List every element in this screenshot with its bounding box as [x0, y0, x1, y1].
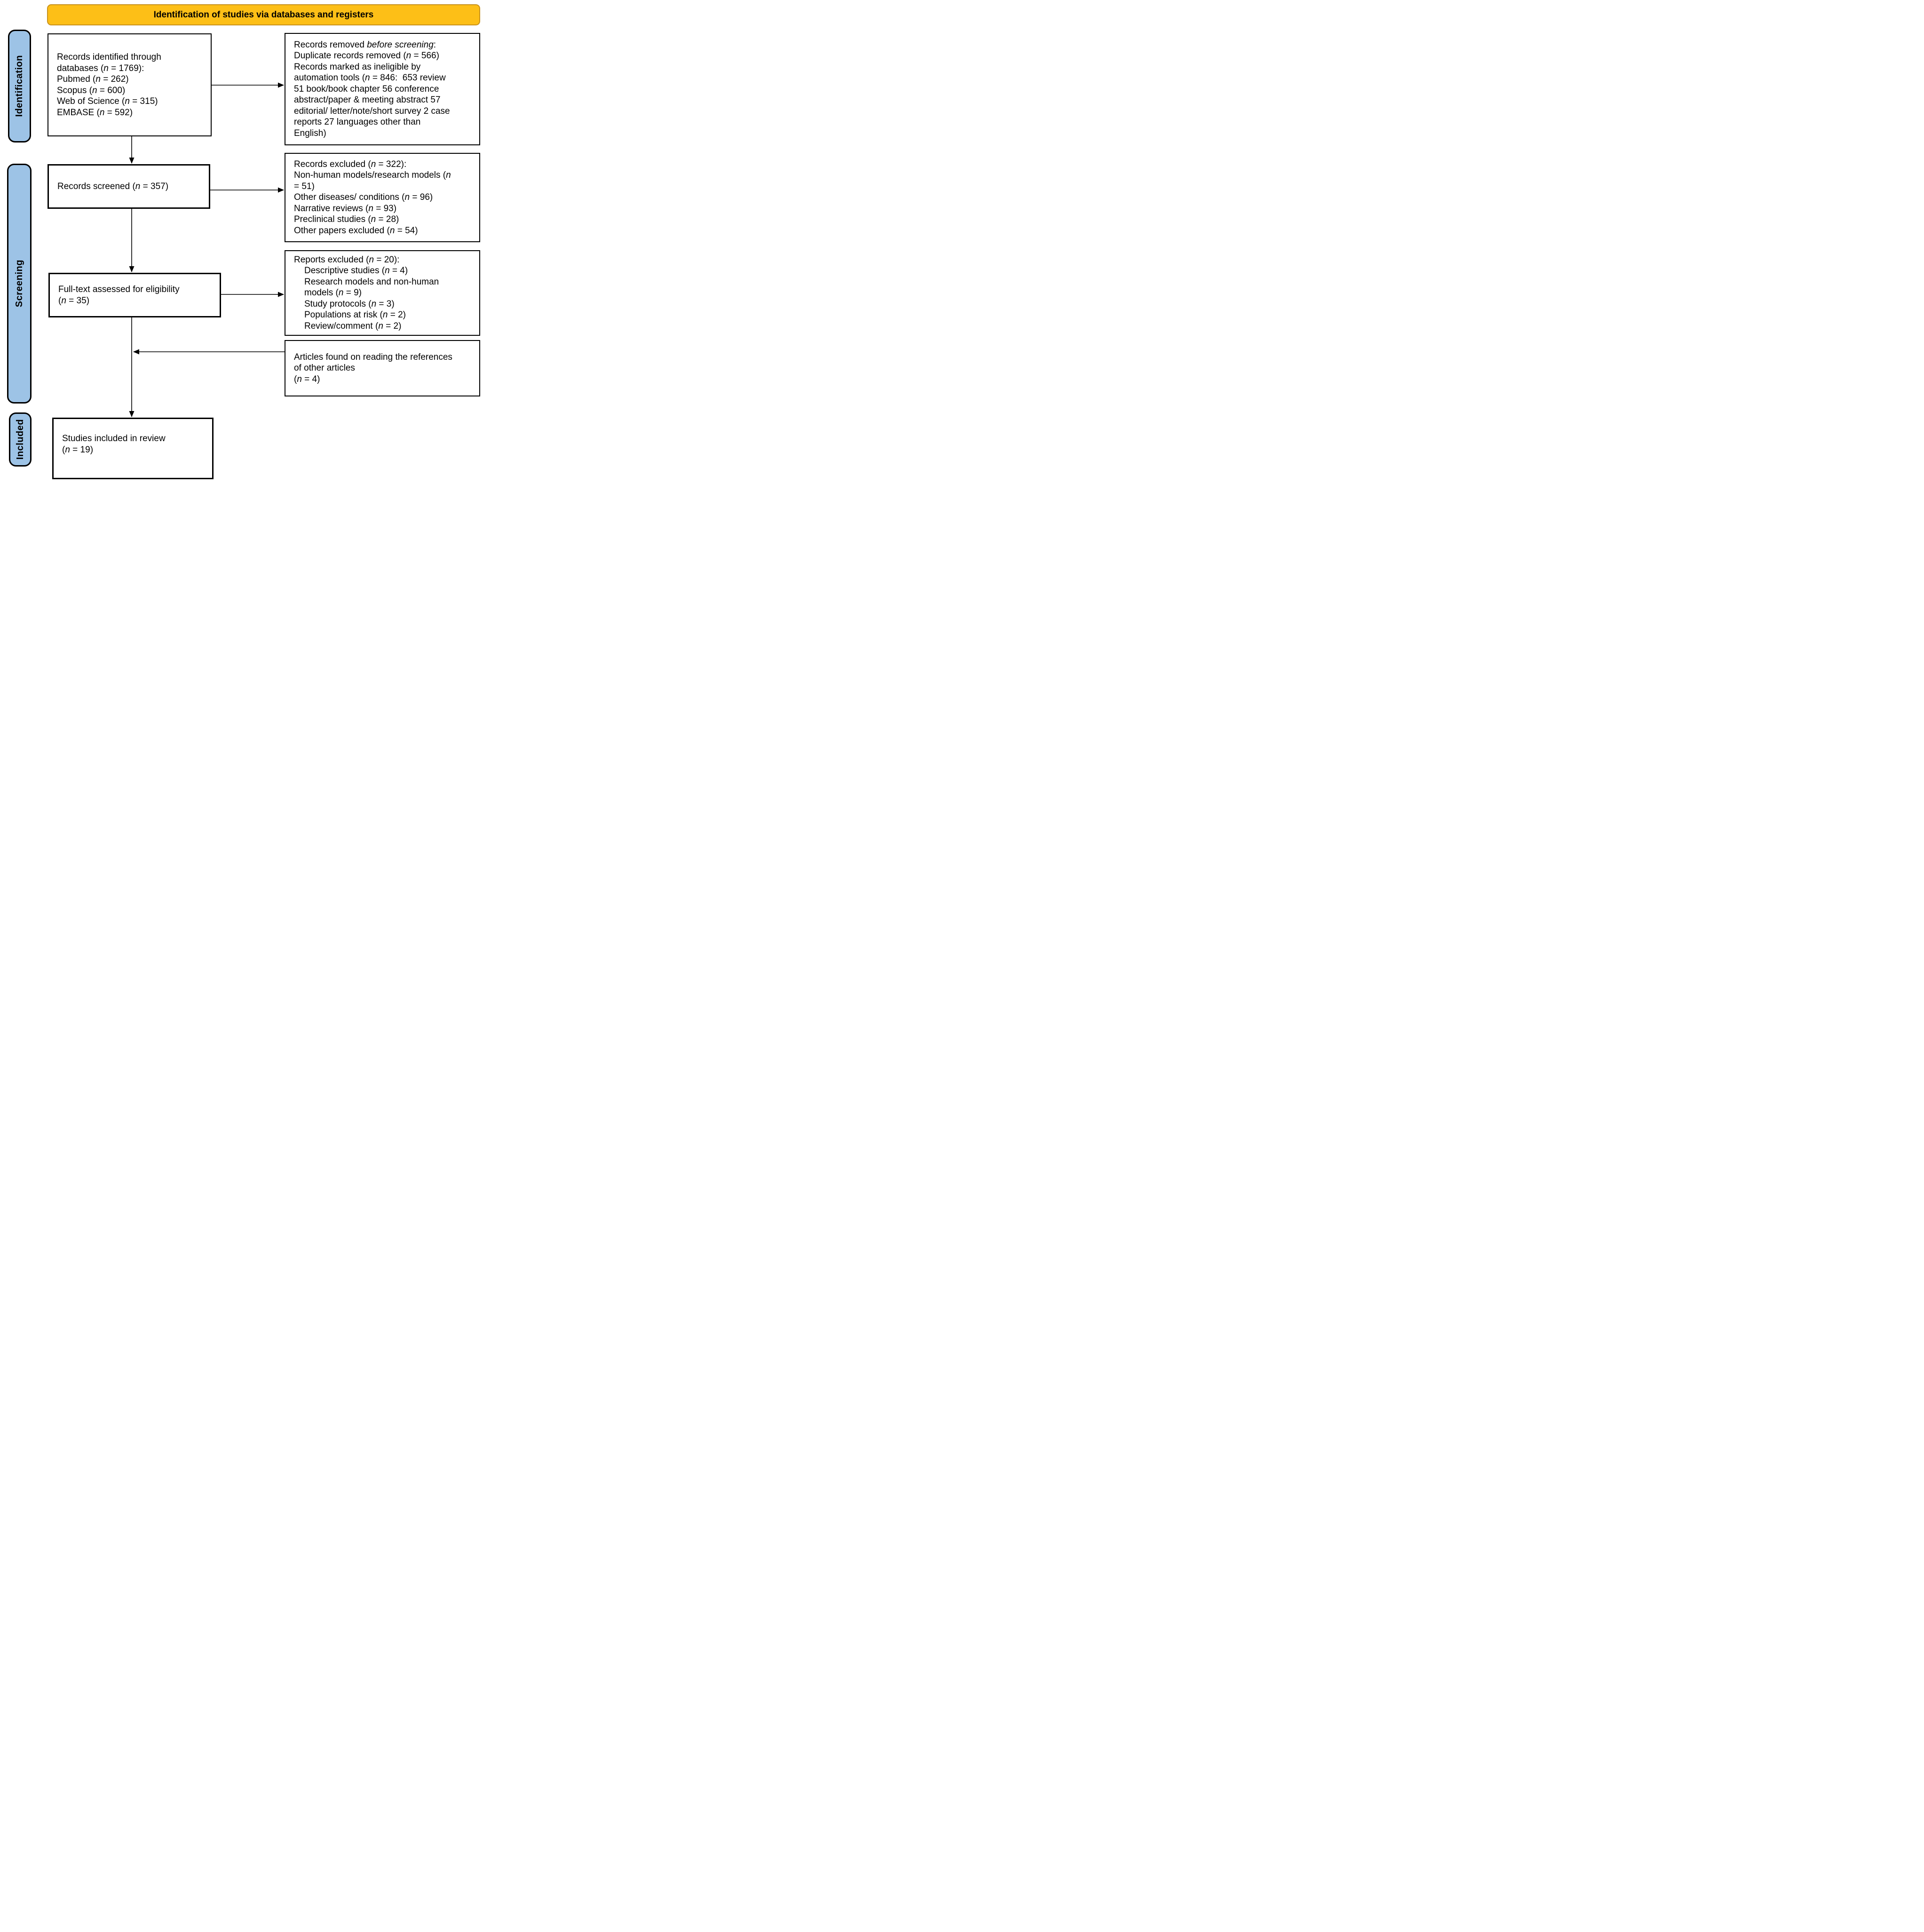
- stage-screening: Screening: [7, 164, 32, 404]
- box-records-removed: Records removed before screening:Duplica…: [285, 33, 480, 145]
- text-line: Articles found on reading the references: [294, 352, 452, 362]
- text-line: English): [294, 128, 326, 138]
- prisma-flow-diagram: Identification of studies via databases …: [0, 0, 481, 483]
- text-line: Records identified through: [57, 52, 161, 62]
- text-line: Records screened (n = 357): [57, 181, 169, 191]
- box-fulltext-assessed: Full-text assessed for eligibility(n = 3…: [48, 273, 221, 317]
- stage-identification-label: Identification: [14, 55, 24, 117]
- text-line: Non-human models/research models (n: [294, 170, 451, 181]
- text-line: (n = 4): [294, 374, 320, 384]
- text-line: reports 27 languages other than: [294, 117, 421, 127]
- text-line: Studies included in review: [62, 434, 166, 443]
- text-line: Pubmed (n = 262): [57, 74, 129, 84]
- text-line: (n = 19): [62, 444, 94, 455]
- text-line: Scopus (n = 600): [57, 85, 126, 95]
- text-line: Records marked as ineligible by: [294, 62, 421, 72]
- stage-included: Included: [9, 412, 32, 467]
- text-line: Duplicate records removed (n = 566): [294, 51, 439, 61]
- stage-identification: Identification: [8, 30, 31, 143]
- banner-title-label: Identification of studies via databases …: [153, 9, 374, 20]
- text-line: Narrative reviews (n = 93): [294, 203, 397, 214]
- text-line: automation tools (n = 846: 653 review: [294, 73, 446, 83]
- text-line: abstract/paper & meeting abstract 57: [294, 95, 441, 105]
- text-line: Records removed before screening:: [294, 40, 436, 50]
- text-line: (n = 35): [58, 295, 90, 306]
- box-reports-excluded: Reports excluded (n = 20):Descriptive st…: [285, 250, 480, 336]
- text-line: Web of Science (n = 315): [57, 96, 158, 106]
- text-line: Full-text assessed for eligibility: [58, 285, 180, 294]
- text-line: Descriptive studies (n = 4): [304, 266, 408, 276]
- stage-screening-label: Screening: [14, 260, 24, 308]
- box-studies-included: Studies included in review(n = 19): [52, 418, 214, 479]
- text-line: editorial/ letter/note/short survey 2 ca…: [294, 106, 450, 116]
- text-line: Preclinical studies (n = 28): [294, 214, 399, 225]
- text-line: databases (n = 1769):: [57, 63, 144, 73]
- text-line: Other papers excluded (n = 54): [294, 225, 418, 236]
- box-records-excluded: Records excluded (n = 322):Non-human mod…: [285, 153, 480, 242]
- text-line: Review/comment (n = 2): [304, 321, 402, 331]
- text-line: of other articles: [294, 363, 355, 373]
- text-line: 51 book/book chapter 56 conference: [294, 84, 439, 94]
- text-line: Populations at risk (n = 2): [304, 310, 406, 320]
- text-line: Research models and non-human: [304, 277, 439, 287]
- box-articles-references: Articles found on reading the references…: [285, 340, 480, 396]
- banner-title: Identification of studies via databases …: [47, 4, 480, 25]
- text-line: Records excluded (n = 322):: [294, 159, 407, 169]
- text-line: Other diseases/ conditions (n = 96): [294, 192, 433, 203]
- text-line: Reports excluded (n = 20):: [294, 254, 400, 265]
- text-line: Study protocols (n = 3): [304, 299, 395, 309]
- box-records-screened: Records screened (n = 357): [48, 164, 210, 209]
- stage-included-label: Included: [15, 419, 25, 460]
- text-line: models (n = 9): [304, 288, 362, 298]
- text-line: = 51): [294, 181, 315, 191]
- flow-arrows: [129, 82, 285, 417]
- text-line: EMBASE (n = 592): [57, 107, 133, 118]
